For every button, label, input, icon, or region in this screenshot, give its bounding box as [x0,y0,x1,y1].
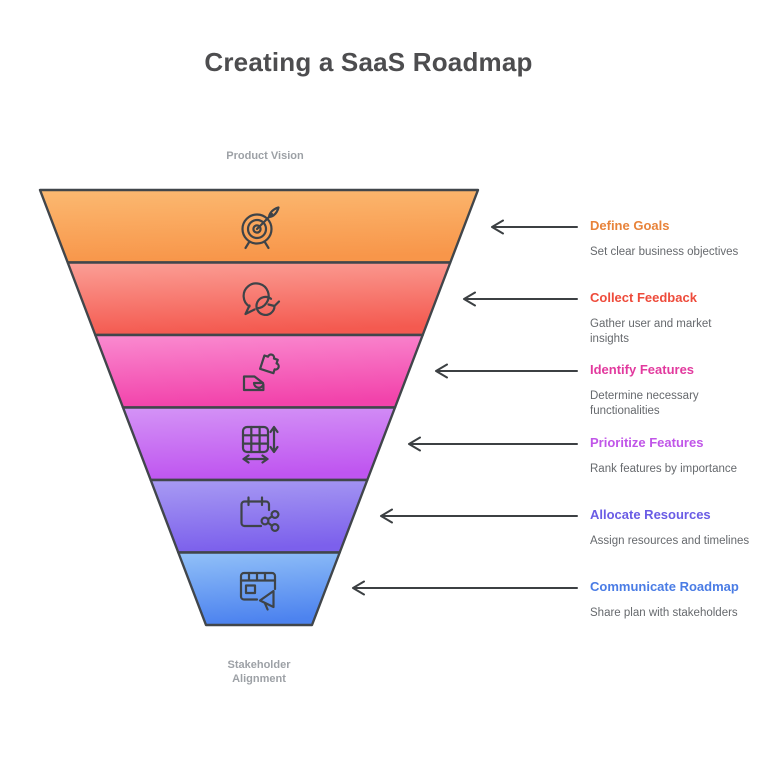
stage-description: Share plan with stakeholders [590,607,738,619]
funnel-bottom-label: Stakeholder Alignment [227,659,291,685]
stage-description: Assign resources and timelines [590,535,750,547]
grid-resize-icon [241,425,279,464]
stage-title: Prioritize Features [590,435,704,450]
stage-description: Determine necessary functionalities [590,390,699,417]
stage-label-collect-feedback: Collect Feedback Gather user and market … [590,290,756,347]
arrow-allocate-resources [380,508,578,524]
stage-description: Gather user and market insights [590,318,712,345]
arrow-define-goals [491,219,578,235]
stage-label-identify-features: Identify Features Determine necessary fu… [590,362,756,419]
arrow-identify-features [435,363,578,379]
calendar-share-icon [240,496,280,532]
arrow-communicate-roadmap [352,580,578,596]
arrow-collect-feedback [463,291,578,307]
stage-title: Communicate Roadmap [590,579,739,594]
stage-label-allocate-resources: Allocate Resources Assign resources and … [590,507,756,549]
stage-description: Rank features by importance [590,463,738,475]
hand-puzzle-icon [242,353,280,392]
funnel-stage-allocate-resources [149,478,369,554]
arrow-prioritize-features [408,436,578,452]
funnel-top-label: Product Vision [226,150,304,162]
stage-title: Allocate Resources [590,507,711,522]
board-megaphone-icon [239,571,277,611]
stage-title: Define Goals [590,218,670,233]
funnel-stage-identify-features [94,333,424,409]
stage-label-communicate-roadmap: Communicate Roadmap Share plan with stak… [590,579,756,621]
stage-title: Identify Features [590,362,695,377]
stage-title: Collect Feedback [590,290,697,305]
stage-description: Set clear business objectives [590,246,739,258]
stage-label-prioritize-features: Prioritize Features Rank features by imp… [590,435,756,477]
funnel-stage-communicate-roadmap [177,551,341,627]
target-dart-icon [241,206,280,250]
page-title: Creating a SaaS Roadmap [204,47,533,77]
stage-label-define-goals: Define Goals Set clear business objectiv… [590,218,756,260]
feedback-loop-icon [242,282,281,317]
